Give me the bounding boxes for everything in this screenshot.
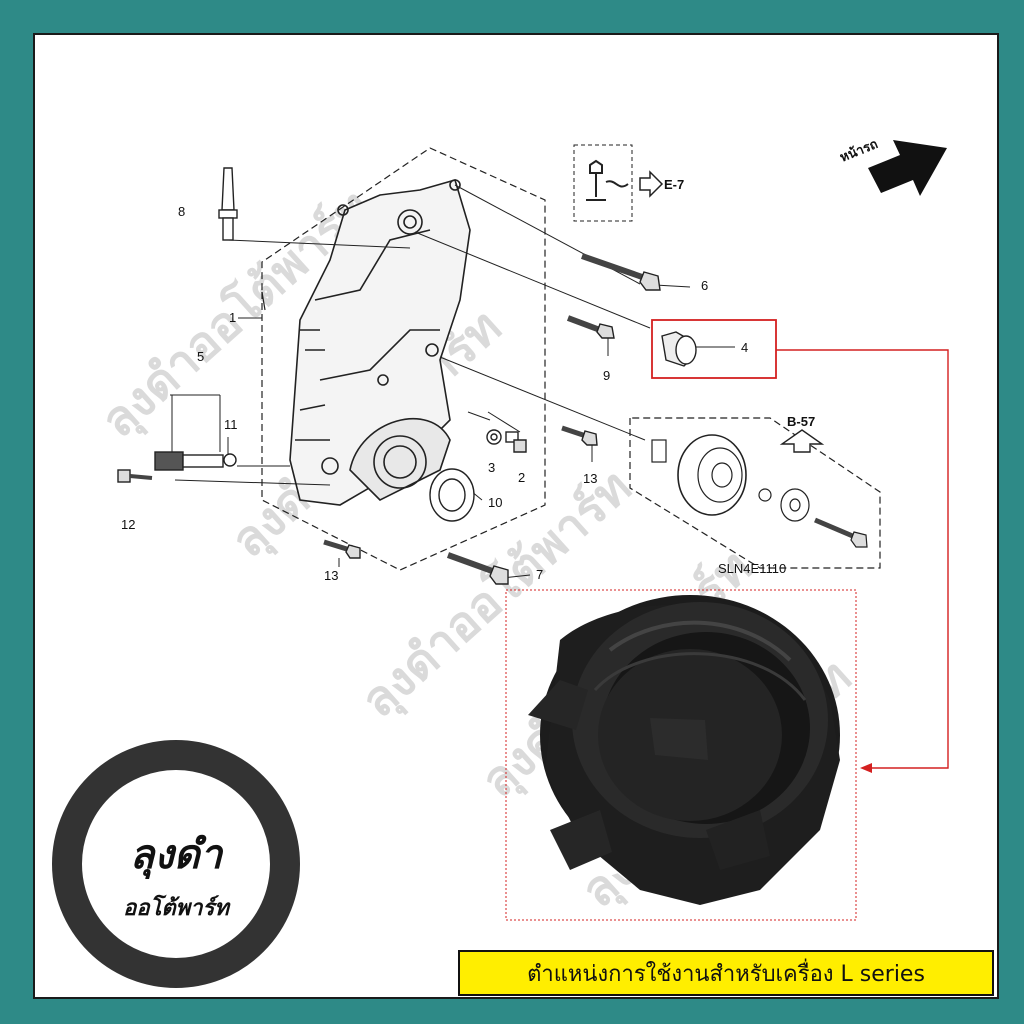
b57-arrow-icon: [779, 429, 825, 453]
brand-logo: ลุงดำ ออโต้พาร์ท: [52, 740, 300, 988]
arrow-icon: [868, 140, 947, 196]
usage-caption: ตำแหน่งการใช้งานสำหรับเครื่อง L series: [458, 950, 994, 996]
callout-13-right: 13: [583, 471, 597, 486]
highlight-connector: [651, 319, 949, 773]
e7-reference: E-7: [573, 144, 684, 222]
callout-5: 5: [197, 349, 204, 364]
e7-label: E-7: [664, 177, 684, 192]
part-4-highlight-box: [651, 319, 777, 379]
b57-label: B-57: [787, 414, 815, 429]
callout-7: 7: [536, 567, 543, 582]
callout-11: 11: [224, 417, 238, 432]
callout-6: 6: [701, 278, 708, 293]
callout-1: 1: [229, 310, 236, 325]
callout-9: 9: [603, 368, 610, 383]
e7-arrow-icon: [639, 170, 664, 198]
callout-2: 2: [518, 470, 525, 485]
logo-name: ลุงดำ: [129, 832, 223, 878]
logo-subtitle: ออโต้พาร์ท: [123, 896, 229, 921]
callout-12: 12: [121, 517, 135, 532]
callout-numbers: 1 2 3 4 5 6 7 8 9 10 11 12 13 13: [121, 204, 748, 583]
tensioner-group: [629, 417, 881, 569]
engine-cover-drawing: [289, 179, 471, 506]
product-photo-cap: [528, 595, 840, 905]
callout-10: 10: [488, 495, 502, 510]
pointer-arrow-icon: [860, 763, 872, 773]
callout-3: 3: [488, 460, 495, 475]
small-parts: [117, 167, 697, 585]
callout-13-lower: 13: [324, 568, 338, 583]
diagram-code: SLN4E1110: [718, 561, 786, 576]
callout-8: 8: [178, 204, 185, 219]
callout-4: 4: [741, 340, 748, 355]
